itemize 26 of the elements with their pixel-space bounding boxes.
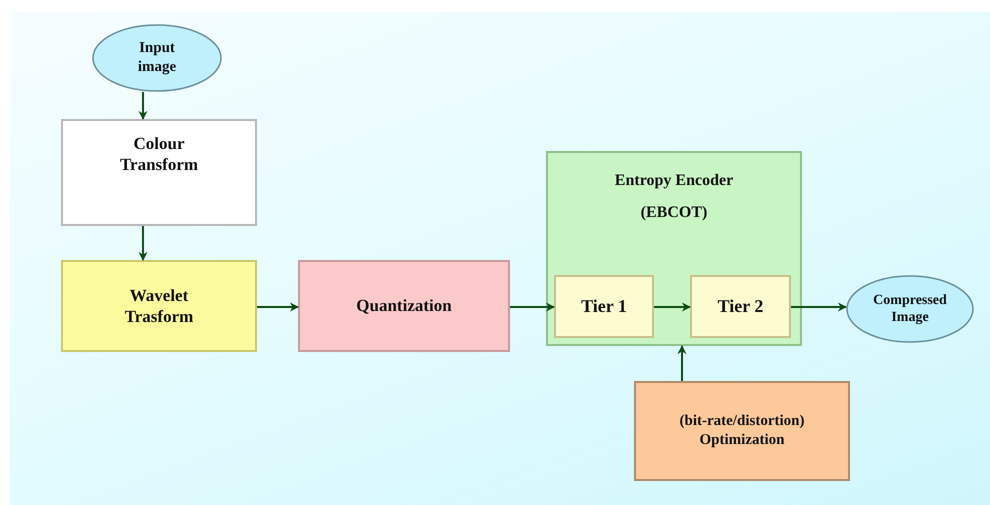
node-label: Compressed Image <box>872 292 948 326</box>
process-box <box>554 275 654 338</box>
group-box <box>546 151 802 346</box>
arrow <box>678 345 686 381</box>
node-label: Input image <box>136 39 178 77</box>
node-label: Tier 2 <box>718 295 764 318</box>
node-label: Quantization <box>356 295 452 317</box>
arrow <box>510 302 555 312</box>
node-label: (bit-rate/distortion) Optimization <box>678 412 806 450</box>
node-label: Entropy Encoder <box>614 171 734 191</box>
start-ellipse <box>92 24 222 92</box>
process-box <box>61 260 257 352</box>
node-label: Tier 1 <box>581 295 627 318</box>
node-label: Wavelet Trasform <box>124 284 194 328</box>
process-box <box>61 119 257 226</box>
arrow <box>138 226 148 261</box>
process-box <box>634 381 850 481</box>
end-ellipse <box>846 275 974 343</box>
arrow <box>138 92 148 120</box>
node-label: Colour Transform <box>118 133 200 176</box>
process-box <box>298 260 510 352</box>
node-label: (EBCOT) <box>640 203 708 223</box>
process-box <box>690 275 791 338</box>
arrow <box>791 302 847 312</box>
arrow <box>654 302 691 312</box>
arrow <box>257 302 299 312</box>
